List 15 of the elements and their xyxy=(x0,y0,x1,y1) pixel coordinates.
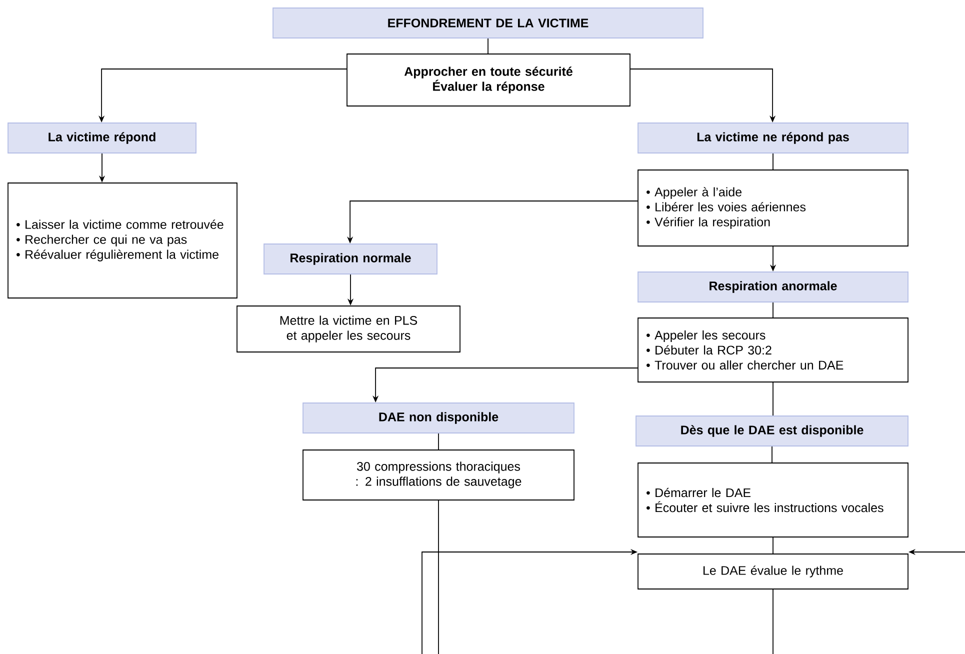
step-box: • Appeler à l’aide • Libérer les voies aériennes • Vérifier la respiration xyxy=(638,170,908,246)
heading-box: La victime ne répond pas xyxy=(638,122,908,154)
heading-box: Dès que le DAE est disponible xyxy=(636,416,908,446)
heading-box: La victime répond xyxy=(8,122,196,154)
heading-box: Respiration anormale xyxy=(638,272,908,302)
step-box: 30 compressions thoraciques : 2 insufflations de sauvetage xyxy=(302,450,574,500)
step-box: • Appeler les secours • Débuter la RCP 30:2 • Trouver ou aller chercher un DAE xyxy=(638,318,908,382)
step-box: • Laisser la victime comme retrouvée • Rechercher ce qui ne va pas • Réévaluer régulièrement la victime xyxy=(8,182,238,298)
heading-box: Respiration normale xyxy=(264,244,438,274)
step-box: Mettre la victime en PLS et appeler les secours xyxy=(236,306,460,352)
heading-box: DAE non disponible xyxy=(302,402,574,434)
step-box: • Démarrer le DAE • Écouter et suivre les instructions vocales xyxy=(638,462,908,538)
heading-box: EFFONDREMENT DE LA VICTIME xyxy=(272,8,704,38)
step-box: Approcher en toute sécurité Évaluer la réponse xyxy=(346,54,630,106)
step-box: Le DAE évalue le rythme xyxy=(638,554,908,590)
